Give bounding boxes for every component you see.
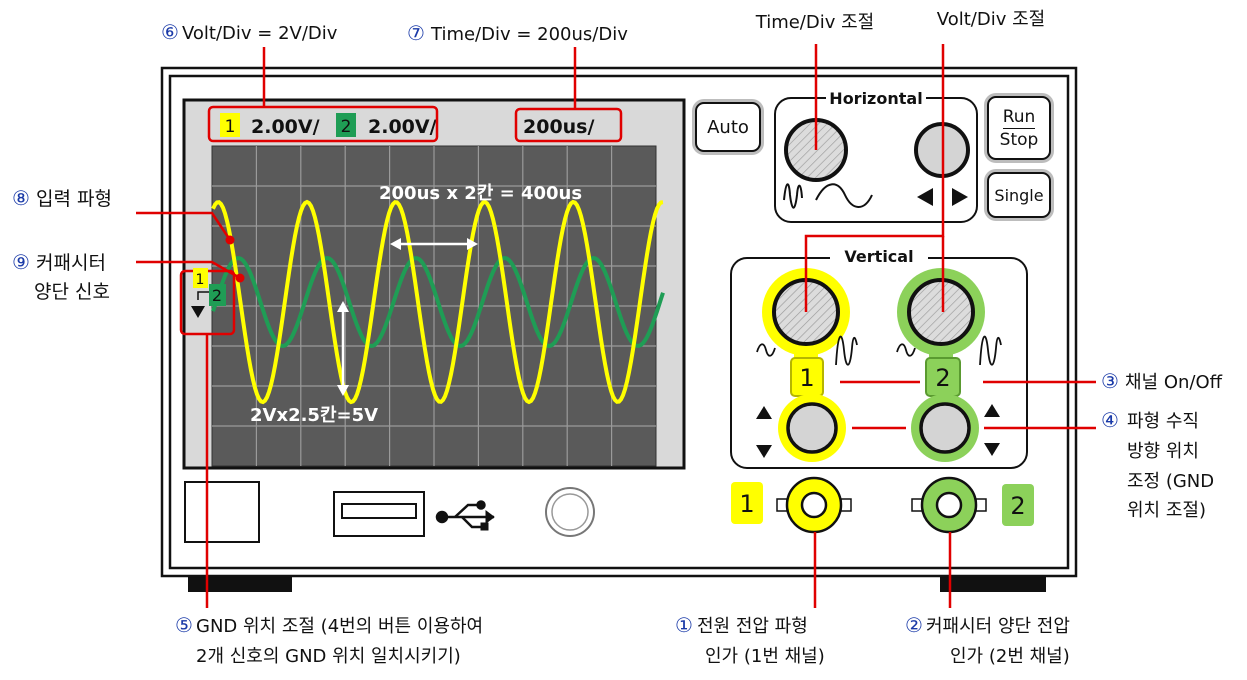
left-triangle-icon[interactable] bbox=[917, 188, 933, 206]
ch1-tag-bg bbox=[220, 113, 240, 137]
ch1-bnc-tab-right bbox=[840, 498, 852, 512]
callout-8-text: 입력 파형 bbox=[36, 188, 112, 210]
auto-button[interactable]: Auto bbox=[695, 102, 761, 152]
ch2-bnc-tab-right bbox=[975, 498, 987, 512]
arrow-down-icon bbox=[337, 385, 349, 396]
callout-1-line2: 인가 (1번 채널) bbox=[705, 646, 825, 667]
callout-4-number: ④ bbox=[1101, 408, 1119, 432]
volt-annotation: 2Vx2.5칸=5V bbox=[250, 405, 378, 426]
arrow-up-icon bbox=[337, 301, 349, 312]
ground-tick-icon bbox=[197, 291, 209, 300]
single-button[interactable]: Single bbox=[987, 172, 1051, 218]
auto-button-label: Auto bbox=[707, 116, 749, 138]
callout-leaders bbox=[136, 44, 1096, 608]
down-triangle-icon bbox=[984, 443, 1000, 456]
ch1-button-label: 1 bbox=[799, 364, 814, 392]
grid-lines bbox=[212, 146, 656, 466]
callout-4-line2: 방향 위치 bbox=[1127, 441, 1199, 462]
ch2-trace-dot bbox=[235, 273, 245, 283]
callout-9-text-line1: 커패시터 bbox=[36, 252, 106, 274]
callout-7-number: ⑦ bbox=[407, 21, 425, 45]
ch1-scale: 2.00V/ bbox=[251, 116, 320, 138]
ch2-button-label: 2 bbox=[935, 364, 950, 392]
callout-4-line3: 조정 (GND bbox=[1127, 471, 1214, 492]
callout-9-text-line2: 양단 신호 bbox=[34, 281, 110, 303]
volt-div-adjust-label: Volt/Div 조절 bbox=[937, 9, 1045, 30]
ch2-vertical-position-knob[interactable] bbox=[919, 402, 971, 454]
ch1-tag: 1 bbox=[225, 117, 236, 137]
callout-2-line1: 커패시터 양단 전압 bbox=[926, 616, 1070, 637]
ch1-ground-marker: 1 bbox=[196, 272, 205, 288]
time-annotation: 200us x 2칸 = 400us bbox=[379, 183, 582, 204]
callout-2-line2: 인가 (2번 채널) bbox=[950, 646, 1070, 667]
ch2-scale: 2.00V/ bbox=[368, 116, 437, 138]
time-scale: 200us/ bbox=[523, 116, 594, 138]
ch2-tag: 2 bbox=[341, 117, 352, 137]
ch2-bnc-tab-left bbox=[911, 498, 923, 512]
ch1-bnc-tab-left bbox=[776, 498, 788, 512]
run-stop-button[interactable]: Run Stop bbox=[987, 96, 1051, 160]
callout-5-line2: 2개 신호의 GND 위치 일치시키기) bbox=[196, 646, 461, 667]
callout-5-number: ⑤ bbox=[175, 613, 193, 637]
callout-1-line1: 전원 전압 파형 bbox=[697, 616, 808, 637]
power-button[interactable] bbox=[184, 481, 260, 543]
callout-4-line1: 파형 수직 bbox=[1127, 411, 1199, 432]
up-triangle-icon bbox=[984, 404, 1000, 417]
ch1-input-label: 1 bbox=[739, 490, 754, 518]
callout-4-line4: 위치 조절) bbox=[1127, 500, 1206, 521]
arrow-left-icon bbox=[390, 238, 401, 250]
callout-1-number: ① bbox=[675, 613, 693, 637]
usb-port-inner bbox=[341, 503, 417, 519]
ch1-bnc-center bbox=[800, 491, 828, 519]
volt-div-highlight bbox=[207, 105, 439, 143]
callout-5-line1: GND 위치 조절 (4번의 버튼 이용하여 bbox=[196, 616, 483, 637]
arrow-right-icon bbox=[467, 238, 478, 250]
ch2-volt-div-knob[interactable] bbox=[907, 278, 975, 346]
foot-right bbox=[940, 574, 1046, 592]
callout-7-text: Time/Div = 200us/Div bbox=[430, 24, 628, 45]
callout-3-number: ③ bbox=[1101, 369, 1119, 393]
usb-icon bbox=[435, 500, 495, 531]
ch1-input-waveform bbox=[211, 199, 664, 405]
right-triangle-icon[interactable] bbox=[952, 188, 968, 206]
vertical-panel-title: Vertical bbox=[844, 247, 913, 266]
horizontal-title-bg bbox=[826, 88, 926, 108]
ch1-trace-dot bbox=[225, 235, 235, 245]
large-wave-icon bbox=[835, 335, 858, 366]
run-label: Run bbox=[1002, 106, 1036, 129]
ch2-ground-marker: 2 bbox=[212, 286, 222, 305]
time-div-adjust-label: Time/Div 조절 bbox=[755, 12, 874, 33]
callout-9-number: ⑨ bbox=[12, 250, 30, 274]
arrow-down-icon bbox=[191, 306, 205, 318]
callout-2-number: ② bbox=[905, 613, 923, 637]
ch1-vertical-position-knob[interactable] bbox=[786, 402, 838, 454]
ch2-ground-marker-bg bbox=[209, 284, 226, 306]
single-button-label: Single bbox=[994, 185, 1044, 205]
stop-label: Stop bbox=[999, 129, 1039, 150]
fast-wave-icon bbox=[783, 183, 803, 209]
callout-8-number: ⑧ bbox=[12, 186, 30, 210]
small-wave-icon bbox=[896, 343, 916, 357]
foot-left bbox=[188, 574, 292, 592]
ch2-input-label-bg bbox=[1002, 484, 1034, 526]
time-div-highlight bbox=[514, 107, 623, 143]
ch2-tag-bg bbox=[336, 113, 356, 137]
horizontal-panel-title: Horizontal bbox=[829, 89, 922, 108]
ch2-input-label: 2 bbox=[1010, 492, 1025, 520]
small-wave-icon bbox=[756, 343, 776, 357]
callout-6-text: Volt/Div = 2V/Div bbox=[182, 23, 338, 44]
callout-3-text: 채널 On/Off bbox=[1125, 372, 1223, 393]
vertical-title-bg bbox=[830, 246, 928, 266]
slow-wave-icon bbox=[815, 183, 873, 208]
probe-comp-terminal-inner bbox=[551, 493, 589, 531]
ch1-ground-marker-bg bbox=[193, 268, 208, 288]
up-triangle-icon bbox=[756, 406, 772, 419]
large-wave-icon bbox=[979, 335, 1002, 366]
callout-6-number: ⑥ bbox=[161, 20, 179, 44]
down-triangle-icon bbox=[756, 445, 772, 458]
ch2-bnc-center bbox=[935, 491, 963, 519]
ch1-input-label-bg bbox=[731, 482, 763, 524]
waveforms bbox=[211, 199, 665, 405]
